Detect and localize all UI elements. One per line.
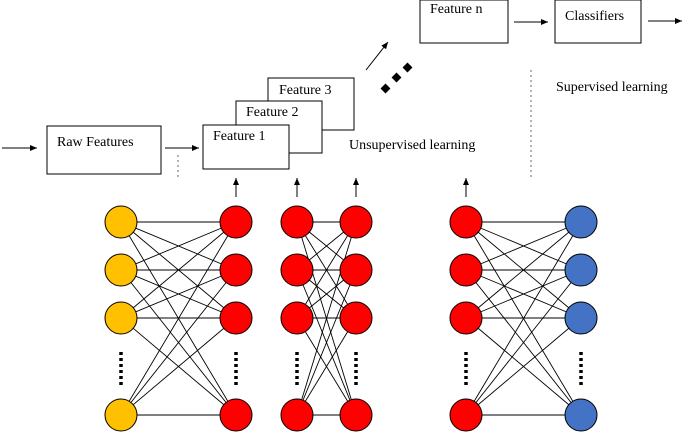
feature-2-label: Feature 2: [246, 105, 298, 120]
hidden-n-node: [449, 301, 483, 335]
connection-edge: [120, 269, 237, 319]
input-node: [104, 205, 138, 239]
output-node: [564, 301, 598, 335]
hidden-n-node: [449, 398, 483, 432]
input-node: [104, 301, 138, 335]
connection-edge: [465, 317, 582, 416]
output-node: [564, 253, 598, 287]
hidden-1-node: [219, 301, 253, 335]
hidden-1-node: [219, 398, 253, 432]
connection-edge: [120, 269, 237, 416]
hidden-1-node: [219, 205, 253, 239]
feature-1-label: Feature 1: [213, 129, 265, 144]
to-feature-n-arrow: [365, 41, 389, 71]
hidden-2-node: [280, 301, 314, 335]
network-nodes: [104, 205, 598, 432]
raw-features-box: Raw Features: [46, 125, 162, 175]
connection-edge: [465, 221, 582, 271]
connection-edge: [296, 221, 357, 416]
connection-edge: [465, 269, 582, 319]
connection-edge: [120, 221, 237, 271]
raw-features-label: Raw Features: [57, 135, 134, 150]
hidden-2-node: [280, 205, 314, 239]
hidden-3-node: [339, 253, 373, 287]
connection-edge: [120, 221, 237, 416]
output-node: [564, 398, 598, 432]
connection-edge: [465, 221, 582, 416]
connection-edge: [296, 269, 357, 416]
classifiers-box: Classifiers: [554, 0, 642, 44]
output-node: [564, 205, 598, 239]
hidden-2-node: [280, 398, 314, 432]
hidden-3-node: [339, 398, 373, 432]
supervised-learning-label: Supervised learning: [556, 80, 668, 95]
hidden-n-node: [449, 205, 483, 239]
input-node: [104, 398, 138, 432]
ellipsis-diamonds-icon: [380, 62, 413, 94]
connection-edge: [296, 317, 357, 416]
hidden-n-node: [449, 253, 483, 287]
feature-n-box: Feature n: [419, 0, 509, 44]
feature-1-box: Feature 1: [202, 124, 290, 170]
input-node: [104, 253, 138, 287]
hidden-3-node: [339, 205, 373, 239]
unsupervised-learning-label: Unsupervised learning: [349, 138, 475, 153]
connection-edge: [465, 221, 582, 319]
hidden-1-node: [219, 253, 253, 287]
feature-3-label: Feature 3: [279, 83, 331, 98]
hidden-2-node: [280, 253, 314, 287]
connection-edge: [120, 221, 237, 319]
feature-n-label: Feature n: [430, 2, 482, 17]
connection-edge: [296, 221, 357, 319]
classifiers-label: Classifiers: [565, 9, 624, 24]
connection-edge: [465, 269, 582, 416]
hidden-3-node: [339, 301, 373, 335]
connection-edge: [120, 317, 237, 416]
